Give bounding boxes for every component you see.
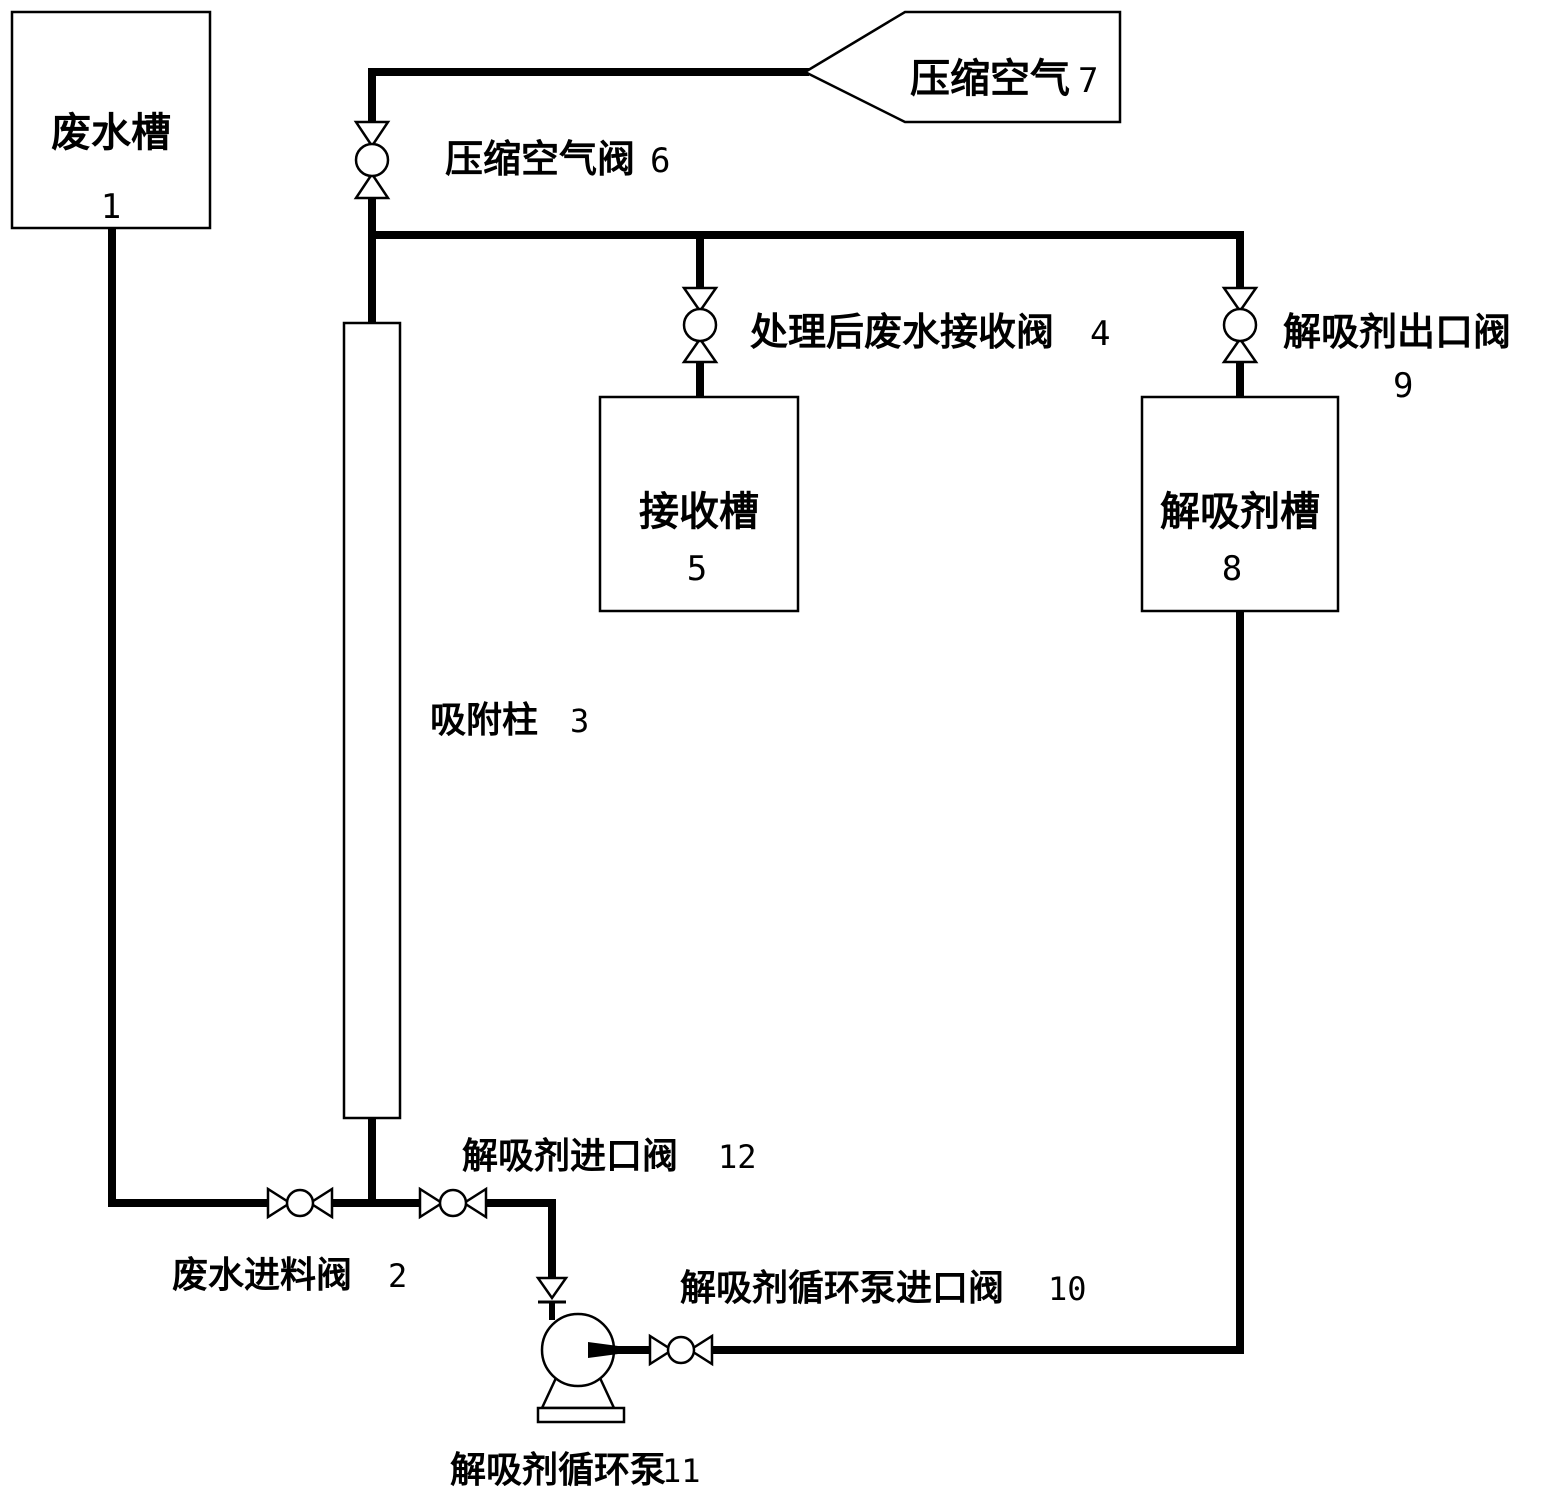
adsorption-column-name: 吸附柱 (430, 700, 538, 741)
desorbent-inlet-valve-name: 解吸剂进口阀 (462, 1136, 678, 1177)
wastewater-tank-name: 废水槽 (51, 110, 171, 156)
pump-inlet-valve-num: 10 (1048, 1270, 1087, 1308)
receiving-tank: 接收槽 5 (598, 395, 800, 613)
desorbent-outlet-valve-name: 解吸剂出口阀 (1283, 310, 1511, 354)
pipe-wastewater-feed (108, 226, 272, 1207)
pump-name: 解吸剂循环泵 (450, 1450, 666, 1491)
pipe-desorbent-return (708, 608, 1244, 1354)
adsorption-column (342, 321, 402, 1120)
receiving-tank-name: 接收槽 (639, 489, 759, 535)
pipe-compressed-air (368, 68, 809, 124)
desorbent-tank-name: 解吸剂槽 (1160, 489, 1320, 535)
compressed-air-valve-num: 6 (650, 141, 670, 181)
wastewater-feed-valve-name: 废水进料阀 (172, 1255, 352, 1296)
pump-inlet-arrow (535, 1276, 569, 1301)
compressed-air-valve (353, 120, 391, 200)
desorbent-outlet-valve (1221, 286, 1259, 364)
receiving-tank-num: 5 (687, 549, 707, 589)
treated-receive-valve-name: 处理后废水接收阀 (750, 310, 1054, 354)
wastewater-feed-valve-num: 2 (388, 1257, 407, 1295)
wastewater-feed-valve (266, 1186, 334, 1220)
adsorption-column-num: 3 (570, 702, 589, 740)
wastewater-tank-num: 1 (101, 187, 121, 227)
pump-inlet-valve-name: 解吸剂循环泵进口阀 (680, 1268, 1004, 1309)
desorbent-circulation-pump (535, 1276, 648, 1424)
desorbent-inlet-valve-num: 12 (718, 1138, 757, 1176)
desorbent-tank-num: 8 (1222, 549, 1242, 589)
compressed-air-source: 压缩空气 7 (802, 10, 1122, 124)
desorbent-tank: 解吸剂槽 8 (1140, 395, 1340, 613)
pump-inlet-valve (648, 1333, 714, 1367)
desorbent-inlet-valve (418, 1186, 488, 1220)
treated-receive-valve-num: 4 (1090, 314, 1110, 354)
desorbent-outlet-valve-num: 9 (1393, 366, 1413, 406)
compressed-air-valve-name: 压缩空气阀 (445, 137, 635, 181)
pipe-desorbent-inlet (482, 1199, 556, 1282)
compressed-air-num: 7 (1078, 61, 1098, 101)
treated-receive-valve (681, 286, 719, 364)
compressed-air-name: 压缩空气 (910, 56, 1070, 102)
pump-num: 11 (662, 1452, 701, 1490)
wastewater-tank: 废水槽 1 (10, 10, 212, 230)
